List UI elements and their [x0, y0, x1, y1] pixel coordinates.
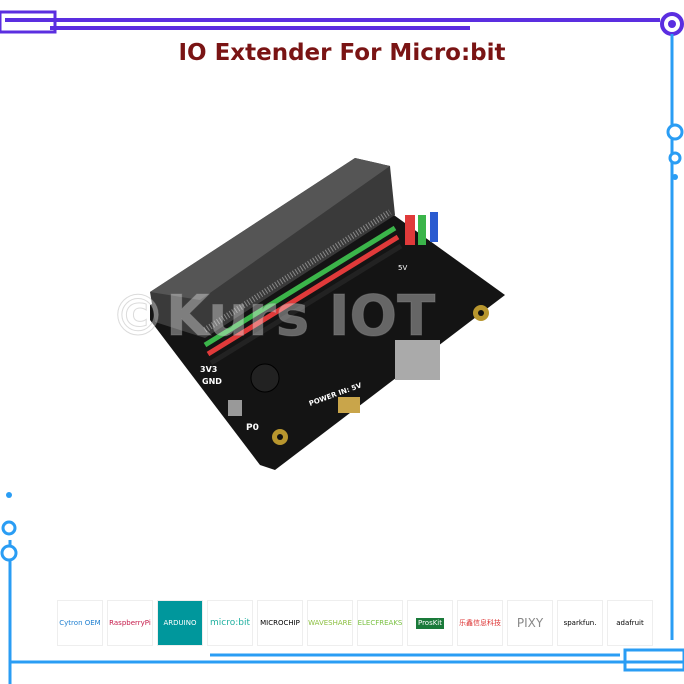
- label-gnd: GND: [202, 377, 222, 386]
- logo-sparkfun: sparkfun.: [557, 600, 603, 646]
- logo-cytron: Cytron OEM: [57, 600, 103, 646]
- logo-pixy: PIXY: [507, 600, 553, 646]
- logo-arduino: ARDUINO: [157, 600, 203, 646]
- logo-microbit: micro:bit: [207, 600, 253, 646]
- label-p0: P0: [246, 423, 259, 433]
- label-3v3: 3V3: [200, 365, 217, 374]
- logo-chinese-brand: 乐鑫信息科技: [457, 600, 503, 646]
- logo-adafruit: adafruit: [607, 600, 653, 646]
- logo-elecfreaks: ELECFREAKS: [357, 600, 403, 646]
- logo-proskit: ProsKit: [407, 600, 453, 646]
- partner-logos: Cytron OEM RaspberryPi ARDUINO micro:bit…: [57, 600, 653, 646]
- logo-microchip: MICROCHIP: [257, 600, 303, 646]
- logo-waveshare: WAVESHARE: [307, 600, 353, 646]
- page-title: IO Extender For Micro:bit: [178, 40, 506, 66]
- watermark: ©Kurs IOT: [110, 284, 435, 349]
- label-5v: 5V: [398, 264, 407, 272]
- logo-raspberry-pi: RaspberryPi: [107, 600, 153, 646]
